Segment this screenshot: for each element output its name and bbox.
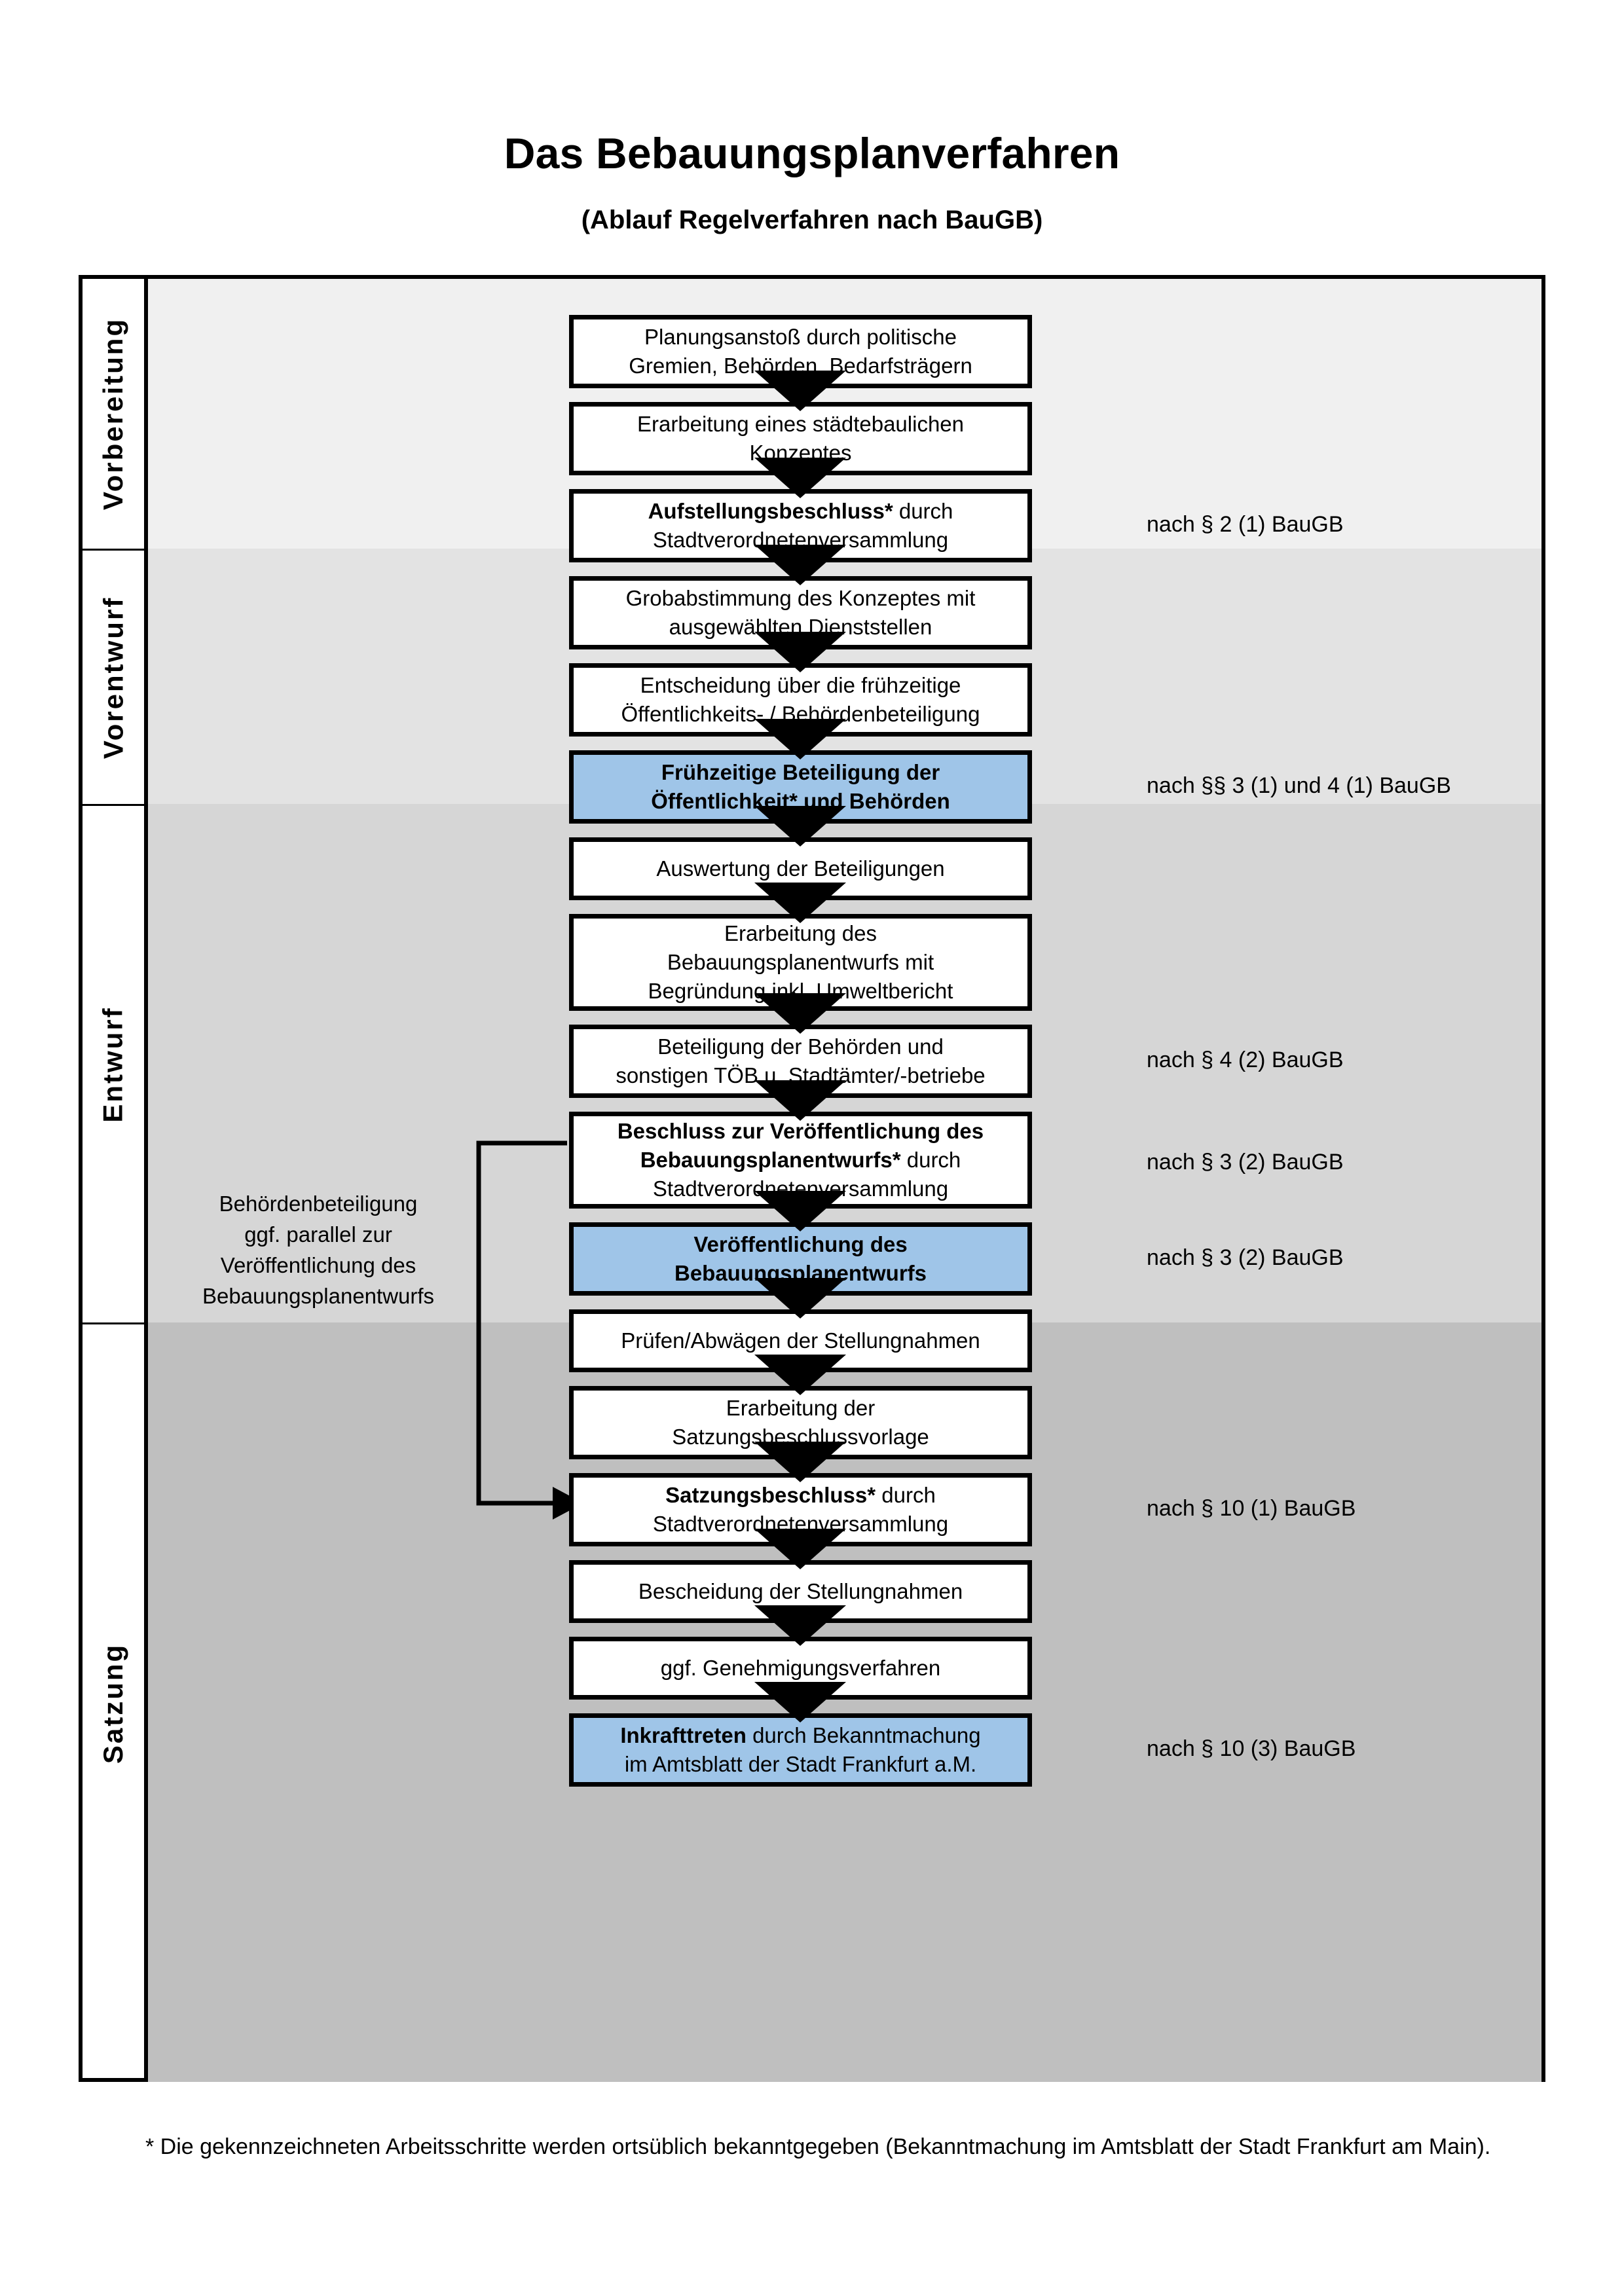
step-beschluss-bold-line-2: Bebauungsplanentwurfs* xyxy=(640,1148,901,1173)
page-subtitle: (Ablauf Regelverfahren nach BauGB) xyxy=(581,206,1043,234)
step-beschluss-veroeffentlichung-text: Beschluss zur Veröffentlichung des Bebau… xyxy=(617,1119,984,1201)
step-satzungsbeschluss-text: Satzungsbeschluss* durch Stadtverordnete… xyxy=(652,1483,949,1536)
legal-note-10-3: nach § 10 (3) BauGB xyxy=(1147,1736,1356,1761)
side-annotation-line-4: Bebauungsplanentwurfs xyxy=(202,1283,435,1308)
phase-label-entwurf: Entwurf xyxy=(98,1006,128,1123)
step-veroeffentlichung-bebauungsplanentwurf-text: Veröffentlichung des Bebauungsplanentwur… xyxy=(674,1232,927,1285)
step-aufstellungsbeschluss-bold: Aufstellungsbeschluss* xyxy=(648,499,893,524)
phase-cell-vorentwurf: Vorentwurf xyxy=(83,549,144,804)
flow-arrow-11 xyxy=(754,1278,846,1319)
flow-arrow-4 xyxy=(754,632,846,672)
phase-label-column: Vorbereitung Vorentwurf Entwurf Satzung xyxy=(83,279,148,2078)
side-annotation-line-2: ggf. parallel zur xyxy=(244,1222,392,1247)
legal-note-10-1: nach § 10 (1) BauGB xyxy=(1147,1496,1356,1521)
step-aufstellungsbeschluss-suffix: durch xyxy=(898,499,953,524)
step-erarbeitung-bebauungsplanentwurf-text: Erarbeitung des Bebauungsplanentwurfs mi… xyxy=(648,921,953,1003)
step-genehmigungsverfahren[interactable]: ggf. Genehmigungsverfahren xyxy=(569,1637,1032,1700)
phase-label-vorbereitung: Vorbereitung xyxy=(98,317,129,511)
legal-note-2-1: nach § 2 (1) BauGB xyxy=(1147,512,1344,537)
document-header: Das Bebauungsplanverfahren (Ablauf Regel… xyxy=(0,0,1624,235)
flow-arrow-3 xyxy=(754,545,846,585)
flow-arrow-7 xyxy=(754,883,846,923)
flow-arrow-12 xyxy=(754,1355,846,1395)
flow-arrow-8 xyxy=(754,993,846,1034)
flow-arrow-9 xyxy=(754,1080,846,1121)
bracket-connector-arrow xyxy=(476,1140,583,1520)
legal-note-3-2-a: nach § 3 (2) BauGB xyxy=(1147,1150,1344,1175)
step-inkrafttreten-suffix: durch Bekanntmachung xyxy=(752,1723,981,1748)
diagram-content: Behördenbeteiligung ggf. parallel zur Ve… xyxy=(83,279,1541,2078)
step-inkrafttreten-bold: Inkrafttreten xyxy=(620,1723,747,1748)
flow-arrow-5 xyxy=(754,719,846,759)
footnote: * Die gekennzeichneten Arbeitsschritte w… xyxy=(145,2134,1491,2159)
step-inkrafttreten[interactable]: Inkrafttreten durch Bekanntmachung im Am… xyxy=(569,1713,1032,1787)
flow-arrow-2 xyxy=(754,458,846,498)
step-inkrafttreten-text: Inkrafttreten durch Bekanntmachung im Am… xyxy=(620,1723,981,1776)
step-beschluss-bold-line-1: Beschluss zur Veröffentlichung des xyxy=(617,1119,984,1144)
phase-label-satzung: Satzung xyxy=(98,1643,129,1764)
flow-arrow-1 xyxy=(754,371,846,411)
process-diagram: Vorbereitung Vorentwurf Entwurf Satzung … xyxy=(79,275,1545,2082)
step-pruefen-abwaegen-text: Prüfen/Abwägen der Stellungnahmen xyxy=(621,1328,980,1353)
flow-arrow-15 xyxy=(754,1605,846,1646)
step-bescheidung-stellungnahmen-text: Bescheidung der Stellungnahmen xyxy=(638,1579,963,1604)
step-auswertung-beteiligungen-text: Auswertung der Beteiligungen xyxy=(656,856,945,881)
phase-cell-satzung: Satzung xyxy=(83,1322,144,2082)
flow-arrow-10 xyxy=(754,1191,846,1231)
side-annotation-behoerdenbeteiligung: Behördenbeteiligung ggf. parallel zur Ve… xyxy=(181,1189,456,1311)
step-entscheidung-fruehzeitige-beteiligung-text: Entscheidung über die frühzeitige Öffent… xyxy=(621,673,980,726)
phase-cell-entwurf: Entwurf xyxy=(83,804,144,1322)
page-title: Das Bebauungsplanverfahren xyxy=(504,129,1120,177)
phase-cell-vorbereitung: Vorbereitung xyxy=(83,279,144,549)
side-annotation-line-1: Behördenbeteiligung xyxy=(219,1192,418,1216)
legal-note-3-1-4-1: nach §§ 3 (1) und 4 (1) BauGB xyxy=(1147,773,1451,798)
side-annotation-line-3: Veröffentlichung des xyxy=(220,1252,416,1277)
step-satzungsbeschluss-suffix: durch xyxy=(881,1483,936,1508)
flow-arrow-16 xyxy=(754,1682,846,1722)
flow-arrow-14 xyxy=(754,1529,846,1569)
legal-note-3-2-b: nach § 3 (2) BauGB xyxy=(1147,1245,1344,1270)
step-satzungsbeschluss-bold: Satzungsbeschluss* xyxy=(665,1483,876,1508)
step-genehmigungsverfahren-text: ggf. Genehmigungsverfahren xyxy=(660,1656,941,1681)
flow-arrow-13 xyxy=(754,1442,846,1482)
step-beschluss-suffix: durch xyxy=(906,1148,961,1173)
legal-note-4-2: nach § 4 (2) BauGB xyxy=(1147,1048,1344,1072)
phase-label-vorentwurf: Vorentwurf xyxy=(98,596,128,759)
step-grobabstimmung-text: Grobabstimmung des Konzeptes mit ausgewä… xyxy=(625,586,976,639)
flow-arrow-6 xyxy=(754,806,846,847)
